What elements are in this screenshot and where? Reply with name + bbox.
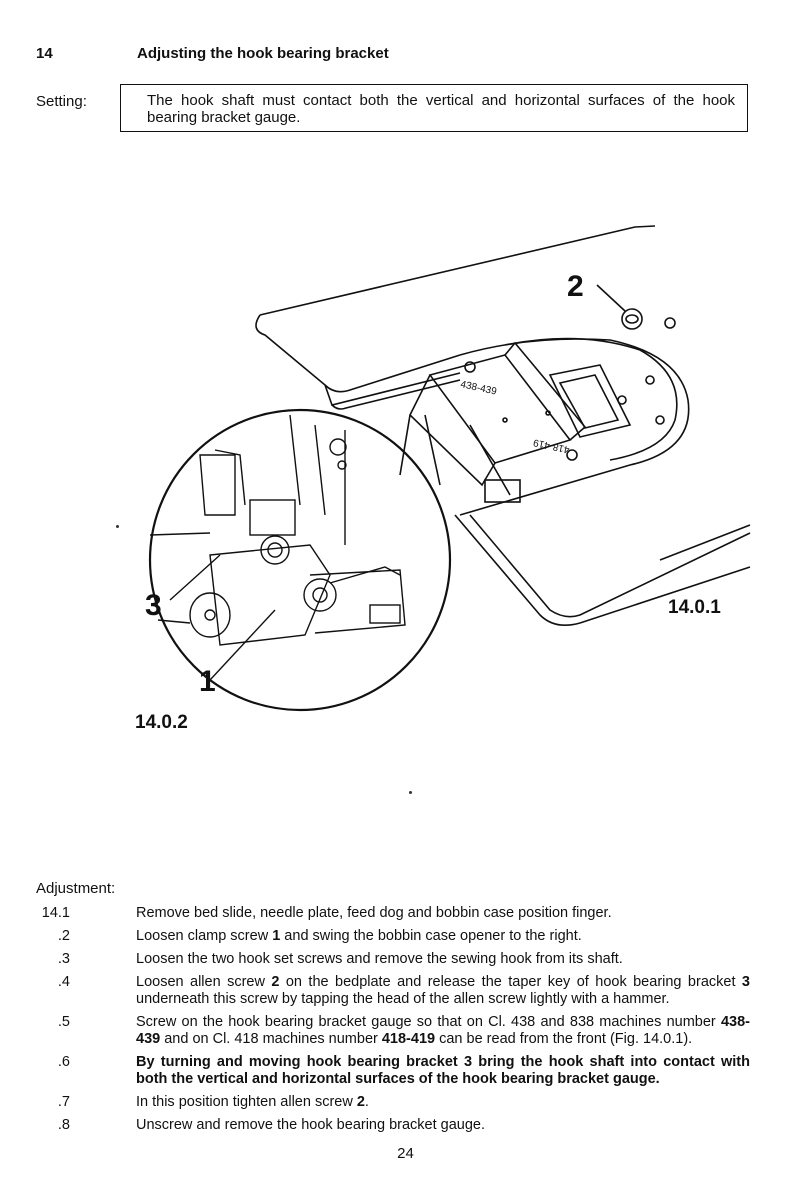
step-2: .2 Loosen clamp screw 1 and swing the bo… [30, 928, 750, 945]
step-8: .8 Unscrew and remove the hook bearing b… [30, 1117, 750, 1134]
step-number: .6 [57, 1054, 70, 1070]
step-6: .6 By turning and moving hook bearing br… [30, 1054, 750, 1088]
bedplate [255, 226, 636, 393]
technical-illustration: 438-439 418-419 [148, 225, 751, 712]
plate-text-bottom: 418-419 [532, 436, 571, 454]
page-number: 24 [397, 1145, 414, 1162]
bed-slide [454, 514, 751, 626]
setting-text: The hook shaft must contact both the ver… [147, 92, 735, 126]
step-4: .4 Loosen allen screw 2 on the bedplate … [30, 974, 750, 1008]
step-text: In this position tighten allen screw 2. [136, 1094, 369, 1110]
callout-2: 2 [567, 270, 584, 303]
step-number: .7 [57, 1094, 70, 1110]
setting-label: Setting: [36, 93, 87, 110]
step-text: Unscrew and remove the hook bearing brac… [136, 1117, 486, 1133]
setting-box: The hook shaft must contact both the ver… [120, 84, 748, 132]
adjustment-label: Adjustment: [36, 880, 116, 897]
step-number: .4 [57, 974, 70, 990]
step-3: .3 Loosen the two hook set screws and re… [30, 951, 750, 968]
step-1: 14.1 Remove bed slide, needle plate, fee… [30, 905, 750, 922]
step-number: 14.1 [41, 905, 70, 921]
step-5: .5 Screw on the hook bearing bracket gau… [30, 1014, 750, 1048]
print-speck [409, 791, 412, 794]
step-text: Loosen the two hook set screws and remov… [136, 951, 623, 967]
figure-label-detail: 14.0.2 [135, 712, 188, 733]
callout-1: 1 [199, 665, 216, 698]
step-number: .8 [57, 1117, 70, 1133]
step-7: .7 In this position tighten allen screw … [30, 1094, 750, 1111]
figure-label-main: 14.0.1 [668, 597, 721, 618]
step-text: Remove bed slide, needle plate, feed dog… [136, 905, 612, 921]
step-number: .3 [57, 951, 70, 967]
step-text: Loosen allen screw 2 on the bedplate and… [136, 974, 750, 1007]
step-text: Screw on the hook bearing bracket gauge … [136, 1014, 750, 1047]
section-number: 14 [36, 45, 53, 62]
callout-3: 3 [145, 589, 162, 622]
step-text: By turning and moving hook bearing brack… [136, 1054, 750, 1087]
plate-text-top: 438-439 [459, 379, 498, 397]
step-number: .5 [57, 1014, 70, 1030]
detail-view-circle [148, 408, 452, 712]
step-number: .2 [57, 928, 70, 944]
step-text: Loosen clamp screw 1 and swing the bobbi… [136, 928, 582, 944]
section-title: Adjusting the hook bearing bracket [137, 45, 389, 62]
adjustment-steps: 14.1 Remove bed slide, needle plate, fee… [30, 905, 750, 1140]
print-speck [116, 525, 119, 528]
